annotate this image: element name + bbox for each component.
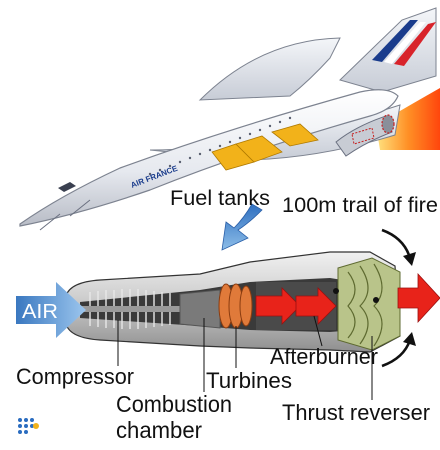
livery-stripe-white [384,22,426,64]
livery-stripe-blue [372,20,418,62]
label-trail-of-fire: 100m trail of fire [282,194,438,217]
turbine-discs [218,283,253,329]
reverser-arrowhead-top [403,252,416,266]
far-wing [198,37,341,101]
flow-arrow-2 [295,287,337,325]
label-compressor: Compressor [16,364,134,389]
engine-cutaway [65,228,440,368]
exit-flow-arrow [397,272,440,324]
cabin-windows [148,116,292,176]
label-air: AIR [22,301,58,323]
label-combustion: Combustion [116,391,232,417]
air-intake-arrow [16,282,86,338]
fuel-tank-3 [271,123,319,147]
engine-nacelle [335,114,395,157]
combustion-chamber [179,289,221,329]
exhaust-flow-arrows [255,287,337,325]
label-thrust-reverser: Thrust reverser [282,400,430,425]
nose-detail [39,199,91,231]
fuel-tanks [211,123,319,171]
fuel-tank-2 [235,135,283,163]
leader-afterburner [313,315,323,347]
engine-shaft [80,306,250,312]
pointer-arrow [221,203,263,251]
label-afterburner: Afterburner [270,344,378,369]
fuselage [19,89,399,227]
label-turbines: Turbines [206,368,292,393]
publisher-logo-icon [18,418,39,434]
thrust-reverser-unit [333,257,401,351]
livery-stripe-red [394,22,436,66]
reverser-arrowhead-bottom [403,332,416,346]
label-fuel-tanks: Fuel tanks [170,187,270,210]
leader-lines [117,315,373,400]
cockpit-windows [58,182,76,192]
flow-arrow-1 [255,287,301,325]
label-chamber: chamber [116,417,202,443]
reverser-arrow-top [381,228,412,259]
concorde-aircraft: AIR FRANCE [19,7,440,231]
